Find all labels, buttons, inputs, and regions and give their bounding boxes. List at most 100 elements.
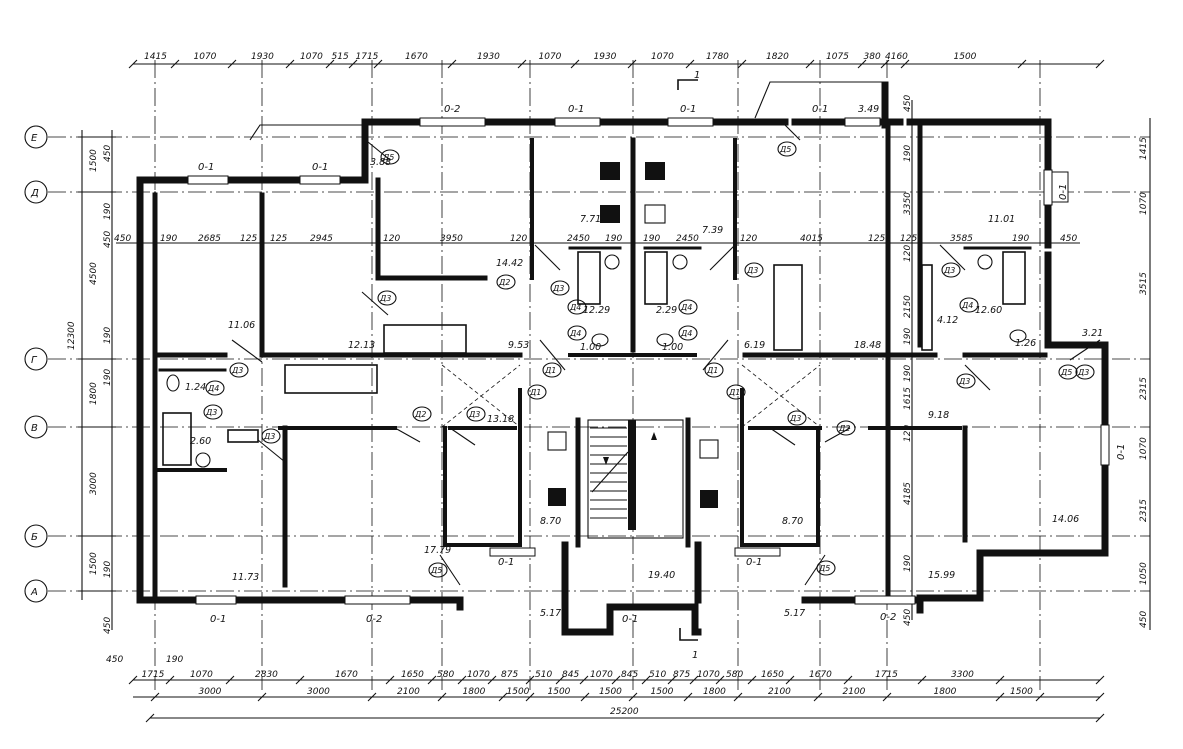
dim-bottom: 1650 [761,670,784,680]
door-mark: Д3 [231,366,243,375]
door-mark-bubble [726,384,746,400]
room-area: 7.39 [702,225,723,236]
door-mark: Д4 [569,329,581,338]
dim-top: 1670 [405,52,428,62]
inner-dim: 125 [868,234,885,244]
door-mark: Д4 [680,329,692,338]
door-mark: Д1 [728,388,740,397]
window-mark: 0-1 [1058,184,1069,200]
door-mark-bubble [496,274,516,290]
door-marks: Д5Д5Д3Д3Д3Д2Д3Д4Д4Д4Д4Д1Д1Д1Д1Д2Д3Д3Д2Д3… [203,141,1095,578]
inner-dim: 190 [1012,234,1029,244]
toilet-icon [591,333,609,347]
dim-bottom: 1800 [934,687,957,697]
dim-bottom: 510 [649,670,666,680]
dim-top: 515 [332,52,349,62]
inner-dim: 190 [605,234,622,244]
door-mark-bubble [542,362,562,378]
bathroom-fixtures [162,251,1027,468]
door-mark: Д5 [779,145,791,154]
dim-total: 25200 [610,707,639,717]
dim-bottom: 2100 [397,687,420,697]
room-area: 19.40 [648,570,675,581]
axis-label-g: Г [31,355,38,366]
washbasin-icon [977,254,993,270]
toilet-icon [1009,329,1027,343]
door-mark-bubble [777,141,797,157]
door-mark-bubble [567,325,587,341]
door-mark: Д3 [746,266,758,275]
room-area: 11.06 [228,320,255,331]
dim-right-inner: 190 [903,328,913,345]
dim-top: 1930 [251,52,274,62]
door-mark-bubble [1058,364,1078,380]
door-mark: Д5 [1060,368,1072,377]
room-area: 12.13 [348,340,375,351]
room-area: 1.00 [662,342,683,353]
dim-bottom: 875 [673,670,690,680]
dim-top: 1070 [194,52,217,62]
staircase [587,419,684,539]
inner-dim: 120 [383,234,400,244]
door-mark: Д4 [961,301,973,310]
dim-bottom: 1070 [697,670,720,680]
door-mark-bubble [959,297,979,313]
dim-left-inner: 190 [103,327,113,344]
door-mark: Д3 [789,414,801,423]
door-mark-bubble [956,373,976,389]
inner-dim: 190 [643,234,660,244]
inner-dim: 450 [1060,234,1077,244]
door-mark: Д4 [680,303,692,312]
dim-bottom: 3000 [307,687,330,697]
window-mark: 0-1 [312,162,328,173]
dim-left-inner: 1500 [89,149,99,172]
room-area: 7.71 [580,214,601,225]
window-mark: 0-1 [198,162,214,173]
door-mark: Д3 [205,408,217,417]
room-area: 11.01 [988,214,1015,225]
window-mark: 0-2 [880,612,896,623]
balconies [227,264,933,443]
inner-dim: 3585 [950,234,973,244]
room-area: 17.79 [424,545,451,556]
room-area: 12.60 [975,305,1002,316]
dim-right: 2315 [1139,499,1149,522]
door-mark: Д5 [382,153,394,162]
dim-right-inner: 4185 [903,482,913,505]
dim-right-inner: 190 [903,365,913,382]
door-mark: Д1 [706,366,718,375]
left-dimension-chain: 12300 4500 1800 3000 1500 1500 450 190 4… [67,130,183,665]
door-mark-bubble [466,406,486,422]
stove-icon [600,162,620,180]
room-area: 1.24 [185,382,206,393]
dim-left-inner: 190 [103,369,113,386]
dim-bottom: 1670 [335,670,358,680]
dim-top: 4160 [885,52,908,62]
dim-top: 1075 [826,52,849,62]
dim-bottom: 1070 [190,670,213,680]
door-mark-bubble [787,410,807,426]
door-mark: Д4 [569,303,581,312]
right-dimension-chain: 1415 1070 3515 2315 1070 2315 1050 450 4… [903,95,1151,630]
room-area: 9.18 [928,410,949,421]
dim-right: 1050 [1139,562,1149,585]
dim-top: 1780 [706,52,729,62]
dim-bottom: 875 [501,670,518,680]
room-area: 14.06 [1052,514,1079,525]
door-mark-bubble [377,290,397,306]
room-area: 15.99 [928,570,955,581]
door-mark: Д2 [414,410,426,419]
dim-bottom: 580 [437,670,454,680]
dim-left-bottom: 450 [106,655,123,665]
axis-label-d: Д [30,188,39,199]
door-mark: Д1 [544,366,556,375]
dim-left: 4500 [89,262,99,285]
inner-dim: 190 [160,234,177,244]
dim-right-inner: 190 [903,145,913,162]
dim-bottom: 1650 [401,670,424,680]
dim-bottom: 1800 [463,687,486,697]
sink-icon [699,439,719,459]
stove-icon [700,490,718,508]
room-area: 5.17 [540,608,561,619]
